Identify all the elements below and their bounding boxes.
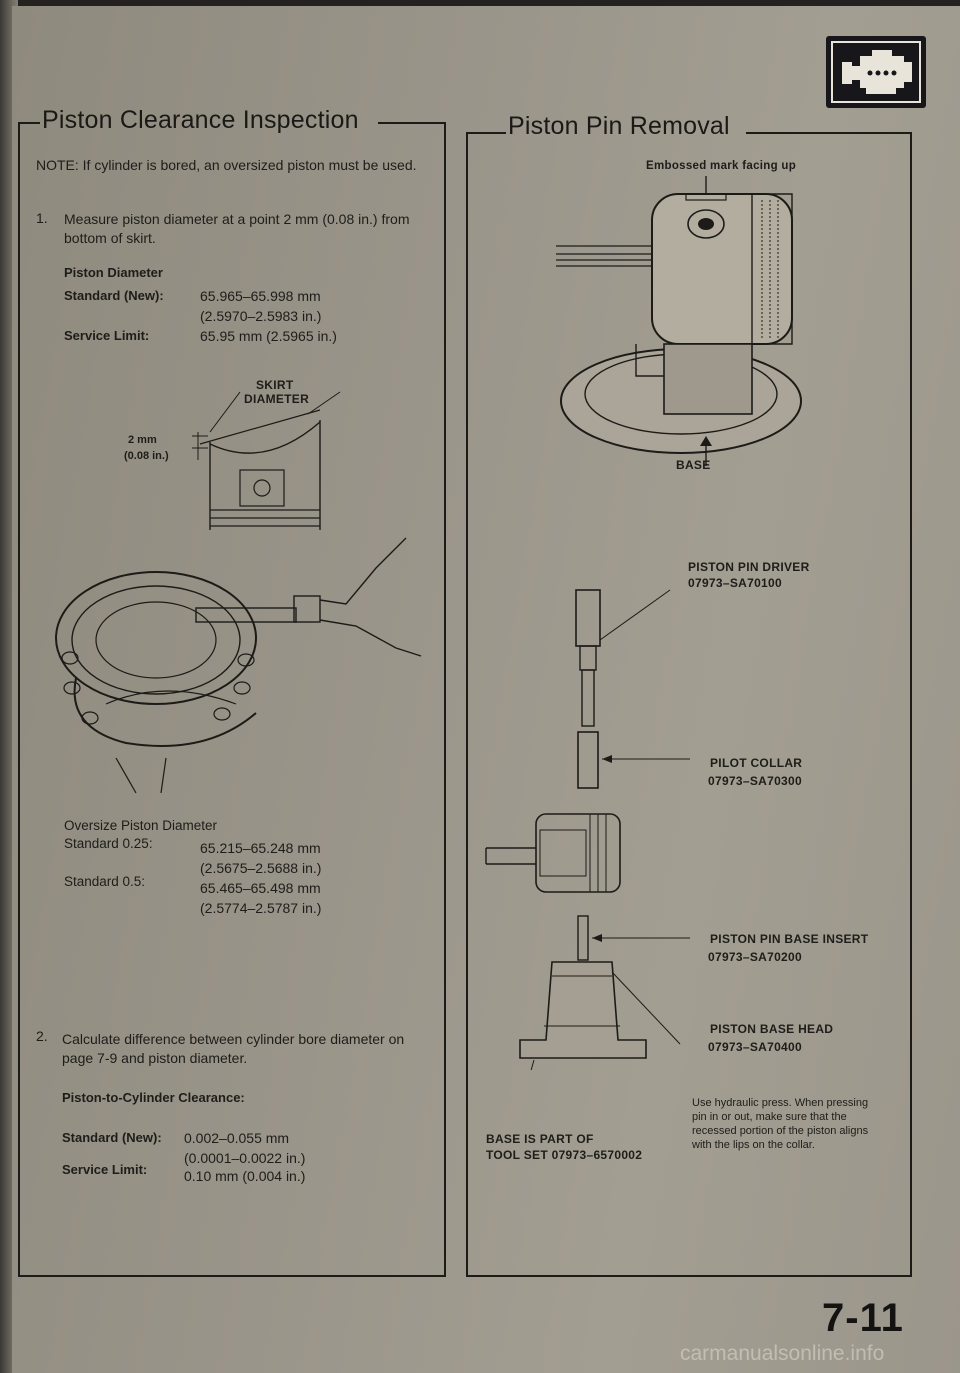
skirt-label: SKIRT [256,378,294,392]
engine-icon [831,41,921,103]
standard-new-value-mm: 65.965–65.998 mm [200,288,321,304]
piston-on-base-figure [556,176,802,466]
skirt-diameter-figure [192,391,341,530]
piston-diameter-heading: Piston Diameter [64,265,163,280]
manual-page [12,6,960,1373]
standard-new-label: Standard (New): [64,288,164,303]
dimension-2mm: 2 mm [128,434,157,446]
tool-stack-figure [485,589,690,1070]
engine-section-badge [826,36,926,108]
service-limit-value: 65.95 mm (2.5965 in.) [200,328,337,344]
step-2-number: 2. [36,1028,48,1044]
standard-new-value-in: (2.5970–2.5983 in.) [200,308,322,324]
pilot-collar-name: PILOT COLLAR [710,756,803,770]
clearance-standard-in: (0.0001–0.0022 in.) [184,1150,306,1166]
oversize-025-label: Standard 0.25: [64,836,153,851]
step-1-number: 1. [36,210,48,226]
right-title-rule-right [746,132,910,134]
note-text: NOTE: If cylinder is bored, an oversized… [36,157,417,173]
page-number: 7-11 [822,1296,904,1340]
section-title-piston-clearance: Piston Clearance Inspection [42,106,359,134]
clearance-service-value: 0.10 mm (0.004 in.) [184,1168,306,1184]
base-tool-set-line-2: TOOL SET 07973–6570002 [486,1148,643,1162]
oversize-05-label: Standard 0.5: [64,874,146,889]
watermark: carmanualsonline.info [680,1342,885,1365]
embossed-mark-label: Embossed mark facing up [646,160,797,172]
left-title-rule-right [378,122,444,124]
piston-pin-base-insert-name: PISTON PIN BASE INSERT [710,932,869,946]
right-title-rule-left [466,132,506,134]
piston-pin-driver-number: 07973–SA70100 [688,576,782,590]
clearance-standard-label: Standard (New): [62,1130,162,1145]
skirt-diameter-label: DIAMETER [244,392,310,406]
section-title-piston-pin-removal: Piston Pin Removal [508,112,730,140]
hydraulic-press-note: Use hydraulic press. When pressing pin i… [692,1097,869,1151]
piston-base-head-name: PISTON BASE HEAD [710,1022,834,1036]
micrometer-measurement-figure [55,537,422,794]
clearance-standard-mm: 0.002–0.055 mm [184,1130,290,1146]
service-limit-label: Service Limit: [64,328,150,343]
oversize-025-mm: 65.215–65.248 mm [200,840,321,856]
oversize-025-in: (2.5675–2.5688 in.) [200,860,322,876]
base-label: BASE [676,458,711,472]
left-title-rule-left [18,122,40,124]
oversize-heading: Oversize Piston Diameter [64,818,218,833]
dimension-008in: (0.08 in.) [124,450,169,462]
piston-pin-base-insert-number: 07973–SA70200 [708,950,802,964]
base-tool-set-line-1: BASE IS PART OF [486,1132,594,1146]
pilot-collar-number: 07973–SA70300 [708,774,802,788]
clearance-service-label: Service Limit: [62,1162,148,1177]
piston-base-head-number: 07973–SA70400 [708,1040,802,1054]
left-panel-frame [18,122,446,1277]
step-2-text: Calculate difference between cylinder bo… [62,1031,405,1066]
oversize-05-in: (2.5774–2.5787 in.) [200,900,322,916]
oversize-05-mm: 65.465–65.498 mm [200,880,321,896]
piston-pin-driver-name: PISTON PIN DRIVER [688,560,810,574]
clearance-heading: Piston-to-Cylinder Clearance: [62,1090,245,1105]
step-1-text: Measure piston diameter at a point 2 mm … [64,211,410,246]
right-panel-frame [466,132,912,1277]
